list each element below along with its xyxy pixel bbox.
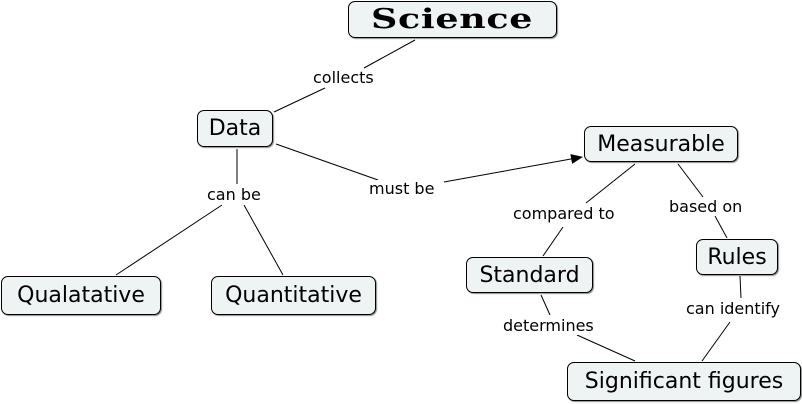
line-canidentify-sigfigs — [701, 321, 731, 362]
link-label-can-identify: can identify — [685, 299, 781, 318]
node-data[interactable]: Data — [197, 110, 273, 147]
line-rules-canidentify — [739, 275, 742, 299]
node-rules[interactable]: Rules — [696, 239, 778, 275]
line-mustbe-measurable — [443, 154, 583, 183]
line-canbe-qualatative — [115, 204, 223, 276]
node-science-label: Science — [371, 4, 534, 35]
line-canbe-quantitative — [243, 204, 284, 276]
link-label-collects: collects — [312, 68, 375, 87]
node-quantitative[interactable]: Quantitative — [211, 276, 376, 315]
line-basedon-rules — [714, 215, 728, 239]
line-determines-sigfigs — [576, 334, 636, 362]
node-measurable[interactable]: Measurable — [584, 126, 738, 162]
line-measurable-comparedto — [585, 163, 636, 204]
line-comparedto-standard — [542, 226, 564, 257]
node-standard[interactable]: Standard — [466, 257, 593, 293]
link-label-determines: determines — [502, 316, 595, 335]
line-science-collects — [363, 39, 416, 69]
node-significant-figures[interactable]: Significant figures — [567, 362, 801, 401]
line-collects-data — [273, 87, 326, 113]
link-label-can-be: can be — [206, 185, 262, 204]
node-qualatative[interactable]: Qualatative — [1, 276, 161, 315]
node-science[interactable]: Science — [348, 1, 557, 38]
link-label-compared-to: compared to — [512, 204, 616, 223]
link-label-based-on: based on — [668, 197, 744, 216]
line-measurable-basedon — [677, 163, 704, 198]
link-label-must-be: must be — [368, 179, 436, 198]
line-standard-determines — [540, 294, 551, 316]
line-data-mustbe — [275, 143, 379, 181]
